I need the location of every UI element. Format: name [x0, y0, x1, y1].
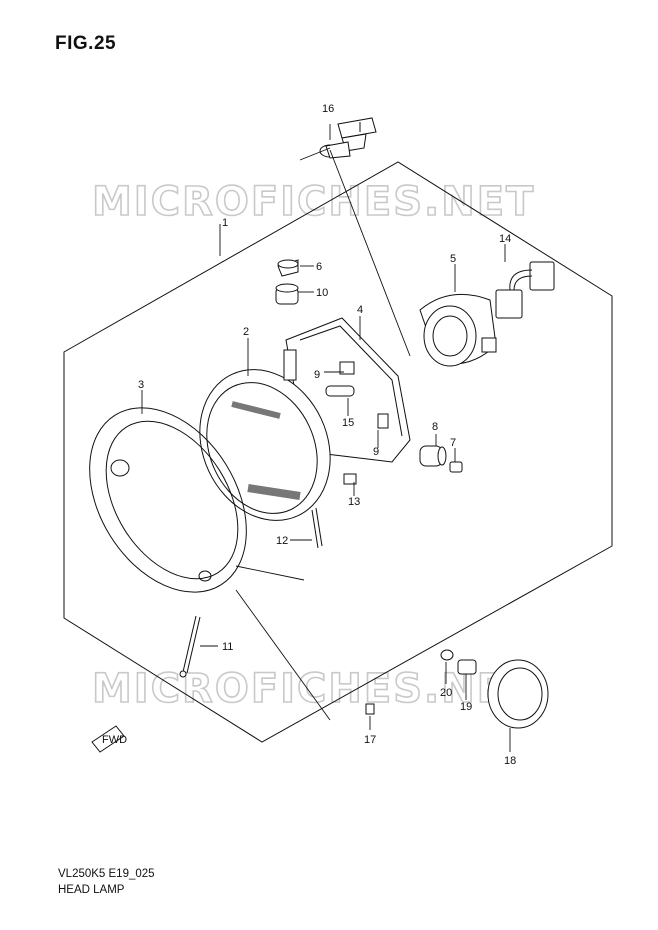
callout-20: 20: [440, 687, 452, 699]
bulb-part: [319, 117, 377, 159]
callout-5: 5: [450, 253, 456, 265]
cushion-bolt-part: [419, 445, 463, 473]
callout-11: 11: [222, 641, 233, 653]
figure-name: HEAD LAMP: [58, 884, 125, 896]
rim-part: [89, 407, 247, 593]
callout-2: 2: [243, 326, 249, 338]
callout-3: 3: [138, 379, 144, 391]
callout-9-lower: 9: [373, 446, 379, 458]
long-screw-part: [179, 615, 201, 678]
clip-part: [343, 473, 357, 485]
callout-18: 18: [504, 755, 516, 767]
position-lamp-part: [440, 649, 549, 729]
callout-7: 7: [450, 437, 456, 449]
figure-model-code: VL250K5 E19_025: [58, 868, 155, 880]
callout-12: 12: [276, 535, 288, 547]
assembly-outline: [63, 161, 613, 743]
socket-connector-part: [495, 261, 555, 319]
figure-title: FIG.25: [55, 33, 117, 54]
callout-6: 6: [316, 261, 322, 273]
bulb-cover-part: [419, 293, 497, 367]
callout-14: 14: [499, 233, 511, 245]
callout-15: 15: [342, 417, 354, 429]
adjust-screw-part: [311, 507, 323, 549]
callout-13: 13: [348, 496, 360, 508]
callout-10: 10: [316, 287, 328, 299]
grommet-part: [275, 259, 299, 305]
callout-9-upper: 9: [314, 369, 320, 381]
callout-19: 19: [460, 701, 472, 713]
callout-8: 8: [432, 421, 438, 433]
callout-1: 1: [222, 217, 228, 229]
leader-lines: [141, 124, 511, 752]
callout-17: 17: [364, 734, 376, 746]
forward-arrow-label: FWD: [102, 734, 127, 746]
callout-4: 4: [357, 304, 363, 316]
forward-arrow-icon: FWD: [91, 725, 127, 753]
watermark-top: MICROFICHES.NET: [92, 179, 535, 225]
callout-16: 16: [322, 103, 334, 115]
clip-lower-part: [365, 703, 375, 715]
